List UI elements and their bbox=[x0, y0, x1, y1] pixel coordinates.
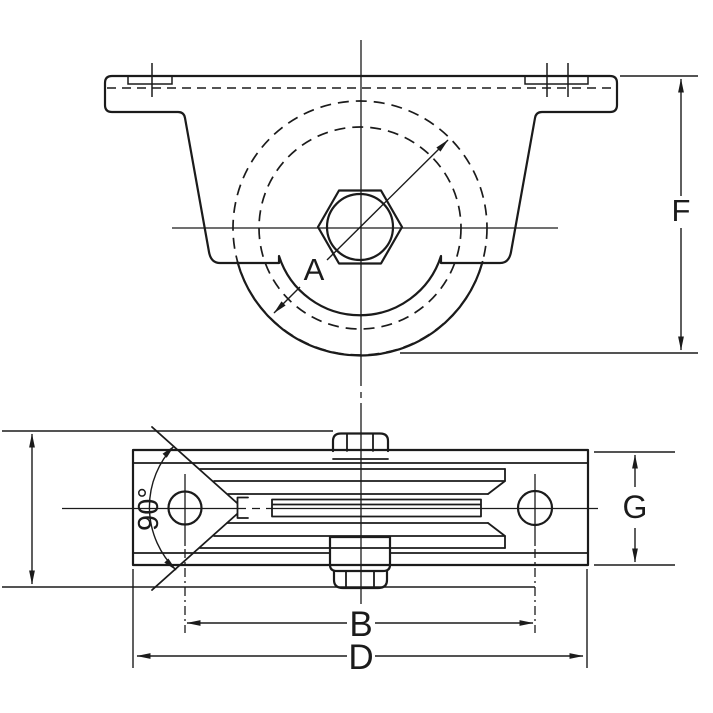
dimension-a-label: A bbox=[304, 252, 325, 287]
plan-view: 90° G B bbox=[2, 426, 675, 677]
dimension-b-label: B bbox=[349, 605, 372, 644]
axle-flange-bottom bbox=[328, 535, 392, 573]
dimension-f: F bbox=[400, 75, 698, 354]
wheel-rim-right-end bbox=[487, 468, 506, 549]
axle-nut-top-facets bbox=[332, 432, 389, 460]
dimension-d: D bbox=[132, 569, 588, 677]
axle-nut-bottom-facets bbox=[345, 570, 375, 589]
plate-slot-left bbox=[127, 76, 173, 85]
axle-nut-bottom bbox=[332, 569, 389, 590]
dimension-angle-arc bbox=[148, 445, 177, 571]
dimension-angle: 90° bbox=[133, 445, 177, 571]
dimension-d-label: D bbox=[348, 638, 373, 677]
axle-hex-nut bbox=[316, 189, 404, 265]
axle-slot-bracket bbox=[236, 496, 249, 519]
frame-outline bbox=[131, 448, 590, 567]
bracket-outline bbox=[103, 74, 619, 317]
dimension-angle-label: 90° bbox=[133, 487, 165, 531]
front-view: A F bbox=[103, 40, 698, 604]
axle-shaft-band bbox=[271, 498, 482, 518]
wheel-visible-arc bbox=[236, 260, 484, 357]
dimension-g-label: G bbox=[623, 489, 648, 525]
groove-v-line-upper bbox=[151, 426, 238, 504]
wheel-flange-lines bbox=[199, 468, 506, 549]
axle-bolt-circle bbox=[325, 192, 395, 262]
dimension-f-label: F bbox=[672, 193, 691, 228]
wheel-hidden-groove-circle bbox=[258, 126, 462, 330]
dimension-height-left bbox=[2, 430, 535, 588]
dimension-a-line-lower bbox=[273, 286, 301, 314]
dimension-g: G bbox=[594, 451, 675, 566]
groove-v-line-lower bbox=[151, 513, 238, 591]
dimension-b: B bbox=[186, 605, 534, 644]
plate-slot-right bbox=[524, 76, 589, 85]
dimension-a-line-upper bbox=[326, 139, 449, 261]
dimension-a: A bbox=[273, 139, 449, 314]
axle-nut-top bbox=[331, 432, 390, 453]
